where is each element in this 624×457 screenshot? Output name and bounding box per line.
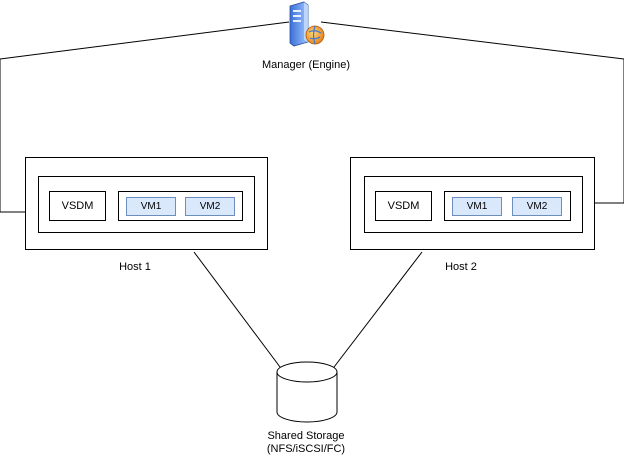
host-1-vm-group: VM1 VM2 <box>118 191 243 221</box>
manager-host2-connector <box>320 21 624 204</box>
host-1-vsdm-box: VSDM <box>49 191 106 221</box>
host-1-inner-frame: VSDM VM1 VM2 <box>38 176 255 233</box>
storage-label-line1: Shared Storage <box>267 430 345 442</box>
host-1-box: VSDM VM1 VM2 <box>25 157 268 250</box>
host2-storage-connector <box>330 251 423 372</box>
host-2-inner-frame: VSDM VM1 VM2 <box>364 176 583 233</box>
host-2-vm-group: VM1 VM2 <box>444 191 571 221</box>
host-2-box: VSDM VM1 VM2 <box>350 157 595 250</box>
host-2-vm2: VM2 <box>512 197 562 216</box>
host-1-vm2: VM2 <box>185 197 235 216</box>
manager-host1-connector <box>0 21 290 213</box>
storage-label-line2: (NFS/iSCSI/FC) <box>266 443 346 455</box>
host-2-vsdm-box: VSDM <box>375 191 432 221</box>
host-2-vm1: VM1 <box>452 197 502 216</box>
manager-label: Manager (Engine) <box>261 59 351 71</box>
server-globe-icon <box>289 1 325 47</box>
host-2-label: Host 2 <box>445 261 477 273</box>
manager-node <box>284 0 328 50</box>
cylinder-storage-icon <box>276 361 338 423</box>
host-1-label: Host 1 <box>119 261 151 273</box>
host-1-vm1: VM1 <box>126 197 176 216</box>
host1-storage-connector <box>193 251 284 372</box>
